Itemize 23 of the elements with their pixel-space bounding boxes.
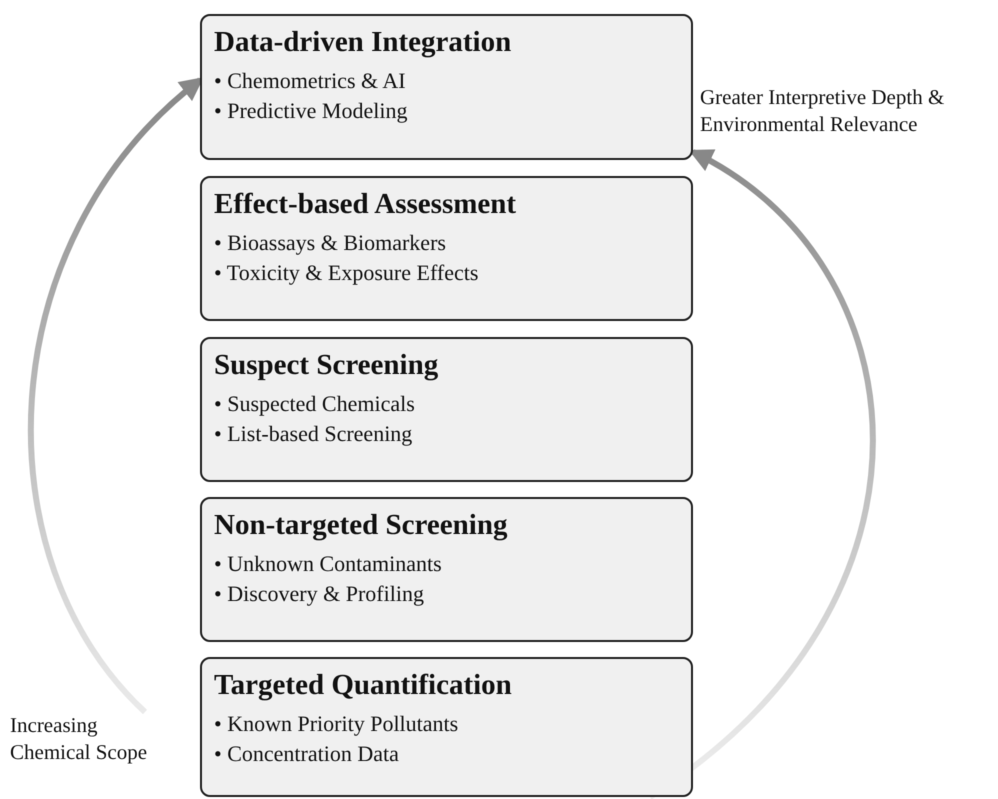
bullet-item: • Predictive Modeling bbox=[214, 97, 408, 125]
arrow-caption: Increasing Chemical Scope bbox=[10, 712, 180, 766]
stage-box bbox=[200, 176, 693, 321]
bullet-item: • Bioassays & Biomarkers bbox=[214, 229, 447, 257]
stage-heading: Suspect Screening bbox=[214, 348, 440, 383]
bullet-item: • Concentration Data bbox=[214, 740, 400, 768]
stage-box bbox=[200, 337, 693, 482]
stage-box bbox=[200, 497, 693, 642]
stage-heading: Non-targeted Screening bbox=[214, 508, 508, 543]
stage-heading: Effect-based Assessment bbox=[214, 187, 518, 222]
curved-arrow bbox=[648, 149, 876, 799]
bullet-item: • Discovery & Profiling bbox=[214, 580, 425, 608]
arrow-caption: Greater Interpretive Depth & Environmental Relevance bbox=[700, 84, 946, 138]
bullet-item: • List-based Screening bbox=[214, 420, 414, 448]
bullet-item: • Known Priority Pollutants bbox=[214, 710, 460, 738]
stage-heading: Data-driven Integration bbox=[214, 25, 512, 60]
bullet-item: • Unknown Contaminants bbox=[214, 550, 443, 578]
bullet-item: • Chemometrics & AI bbox=[214, 67, 407, 95]
stage-heading: Targeted Quantification bbox=[214, 668, 513, 703]
stage-box bbox=[200, 657, 693, 797]
stage-box bbox=[200, 14, 693, 160]
bullet-item: • Toxicity & Exposure Effects bbox=[214, 259, 480, 287]
bullet-item: • Suspected Chemicals bbox=[214, 390, 416, 418]
